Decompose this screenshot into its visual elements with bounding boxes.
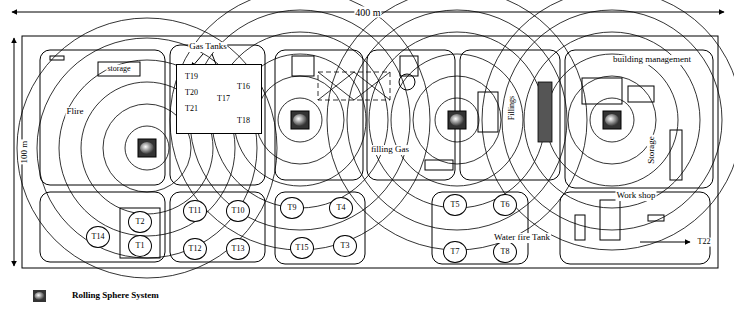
tank-number: T5 [451,201,460,209]
tank-number: T11 [189,207,202,215]
tank-circle: T7 [443,241,467,263]
map-label: Work shop [615,191,656,201]
filling-frame [318,72,390,100]
tank-circle: T5 [443,194,467,216]
map-label: 400 m [354,7,381,18]
tank-number: T18 [237,117,250,125]
protection-ring [502,10,722,230]
tank-circle: T13 [226,238,250,260]
tank-number: T16 [237,83,250,91]
protection-rings [17,0,734,278]
protection-ring [212,32,388,208]
sphere-icon [291,111,309,129]
map-label: filling Gas [370,145,410,155]
tank-number: T2 [136,218,145,226]
tank-circle: T12 [183,238,207,260]
tank-number: T6 [501,201,510,209]
tank-number: T4 [337,204,346,212]
map-label: storage [106,65,131,74]
protection-ring [327,0,587,250]
site-outline [22,36,718,268]
map-label: Gas Tanks [188,42,227,52]
sphere-icon [603,111,621,129]
protection-ring [125,126,169,170]
map-label: 100 m [20,140,30,165]
map-label: Water fire Tank [493,233,551,243]
protection-ring [369,32,545,208]
sphere-ball [140,142,154,154]
legend-icon [33,290,46,302]
map-label: building management [612,55,692,65]
protection-ring [568,76,656,164]
tank-circle: T11 [183,200,207,222]
map-label: Storage [647,135,657,165]
sphere-ball [293,114,307,126]
tank-number: T14 [92,233,105,241]
tank-circle: T8 [493,241,517,263]
tank-circle: T14 [86,226,110,248]
sphere-icon [448,111,466,129]
sphere-ball [450,114,464,126]
tank-circle: T4 [329,197,353,219]
tank-number: T8 [501,248,510,256]
tank-circle: T3 [333,235,357,257]
protection-ring [391,54,523,186]
tank-number: T1 [136,242,145,250]
protection-ring [590,98,634,142]
protection-ring [482,0,734,250]
protection-ring [278,98,322,142]
map-label: Flire [66,107,85,117]
tank-circle: T2 [128,211,152,233]
protection-ring [546,54,678,186]
tank-circle: T6 [493,194,517,216]
tank-circle: T10 [226,200,250,222]
tank-circle: T9 [280,197,304,219]
tank-number: T9 [288,204,297,212]
tank-number: T7 [451,248,460,256]
map-label: T22 [697,238,712,247]
map-label: Fillings [508,95,517,121]
protection-ring [413,76,501,164]
sphere-ball [605,114,619,126]
tank-number: T21 [185,105,198,113]
hatched-block [538,82,552,142]
dimension-lines [12,12,724,266]
sphere-icon [138,139,156,157]
gas-tank-area: T19T20T21 T16T17T18 [176,64,262,134]
legend-text: Rolling Sphere System [72,290,159,300]
tank-number: T3 [341,242,350,250]
tank-circle: T15 [290,237,314,259]
tank-number: T12 [189,245,202,253]
tank-number: T10 [232,207,245,215]
tank-number: T13 [232,245,245,253]
protection-ring [435,98,479,142]
tank-number: T17 [217,95,230,103]
tank-number: T20 [185,89,198,97]
protection-ring [524,32,700,208]
tank-number: T19 [185,73,198,81]
tank-number: T15 [296,244,309,252]
tank-circle: T1 [128,235,152,257]
